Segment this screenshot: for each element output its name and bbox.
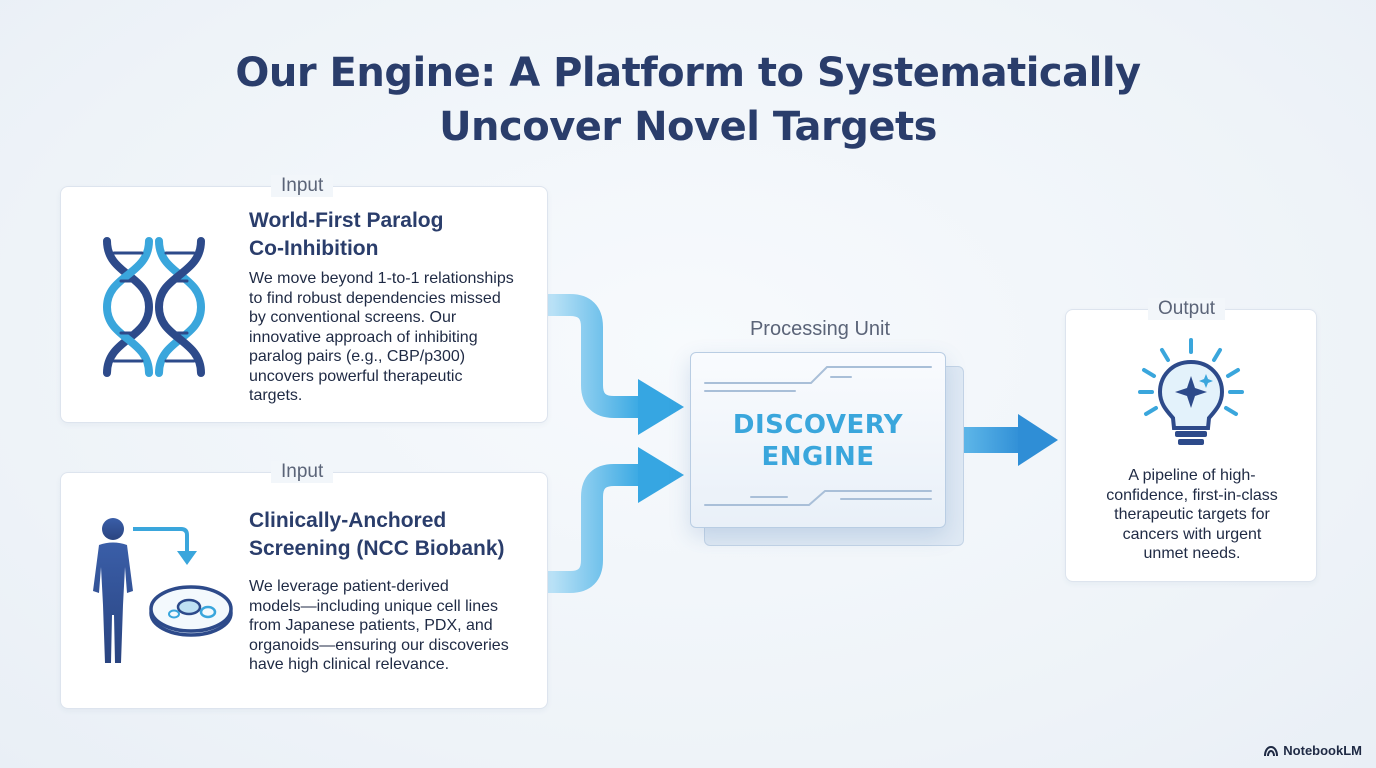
output-body: A pipeline of high- confidence, first-in… [1106,467,1278,562]
engine-title: DISCOVERY ENGINE [732,410,904,472]
notebooklm-logo-icon [1264,745,1279,756]
dna-double-helix-icon [102,237,206,377]
input-body-paralog: We move beyond 1-to-1 relationships to f… [249,270,514,404]
title-line-1: Our Engine: A Platform to Systematically [235,50,1141,96]
processing-unit-label: Processing Unit [749,318,891,340]
lightbulb-sparkle-icon [1138,338,1244,445]
input-heading-biobank: Clinically-Anchored Screening (NCC Bioba… [249,509,505,560]
input-label: Input [271,175,334,197]
discovery-engine-panel: DISCOVERY ENGINE [690,352,946,528]
input-card-biobank: Input Clinically-Anchored Screening (NCC… [60,461,548,709]
input-label: Input [271,461,334,483]
notebooklm-brand: NotebookLM [1263,743,1362,758]
human-to-petri-dish-icon [93,518,233,663]
page-title: Our Engine: A Platform to Systematically… [0,46,1376,154]
output-card: Output [1065,298,1317,582]
output-label: Output [1148,298,1226,320]
brand-name: NotebookLM [1283,743,1362,758]
engine-circuit-lines [704,366,932,506]
input-body-biobank: We leverage patient-derived models—inclu… [249,578,509,673]
arrow-top-input [548,294,640,418]
arrow-bottom-input [548,464,640,593]
input-card-paralog: Input World-First Paralog Co-Inhibition … [60,175,548,423]
title-line-2: Uncover Novel Targets [439,104,937,150]
input-heading-paralog: World-First Paralog Co-Inhibition [249,209,444,260]
arrow-bottom-head [638,447,684,503]
arrow-output-head [1018,414,1058,466]
arrow-top-head [638,379,684,435]
